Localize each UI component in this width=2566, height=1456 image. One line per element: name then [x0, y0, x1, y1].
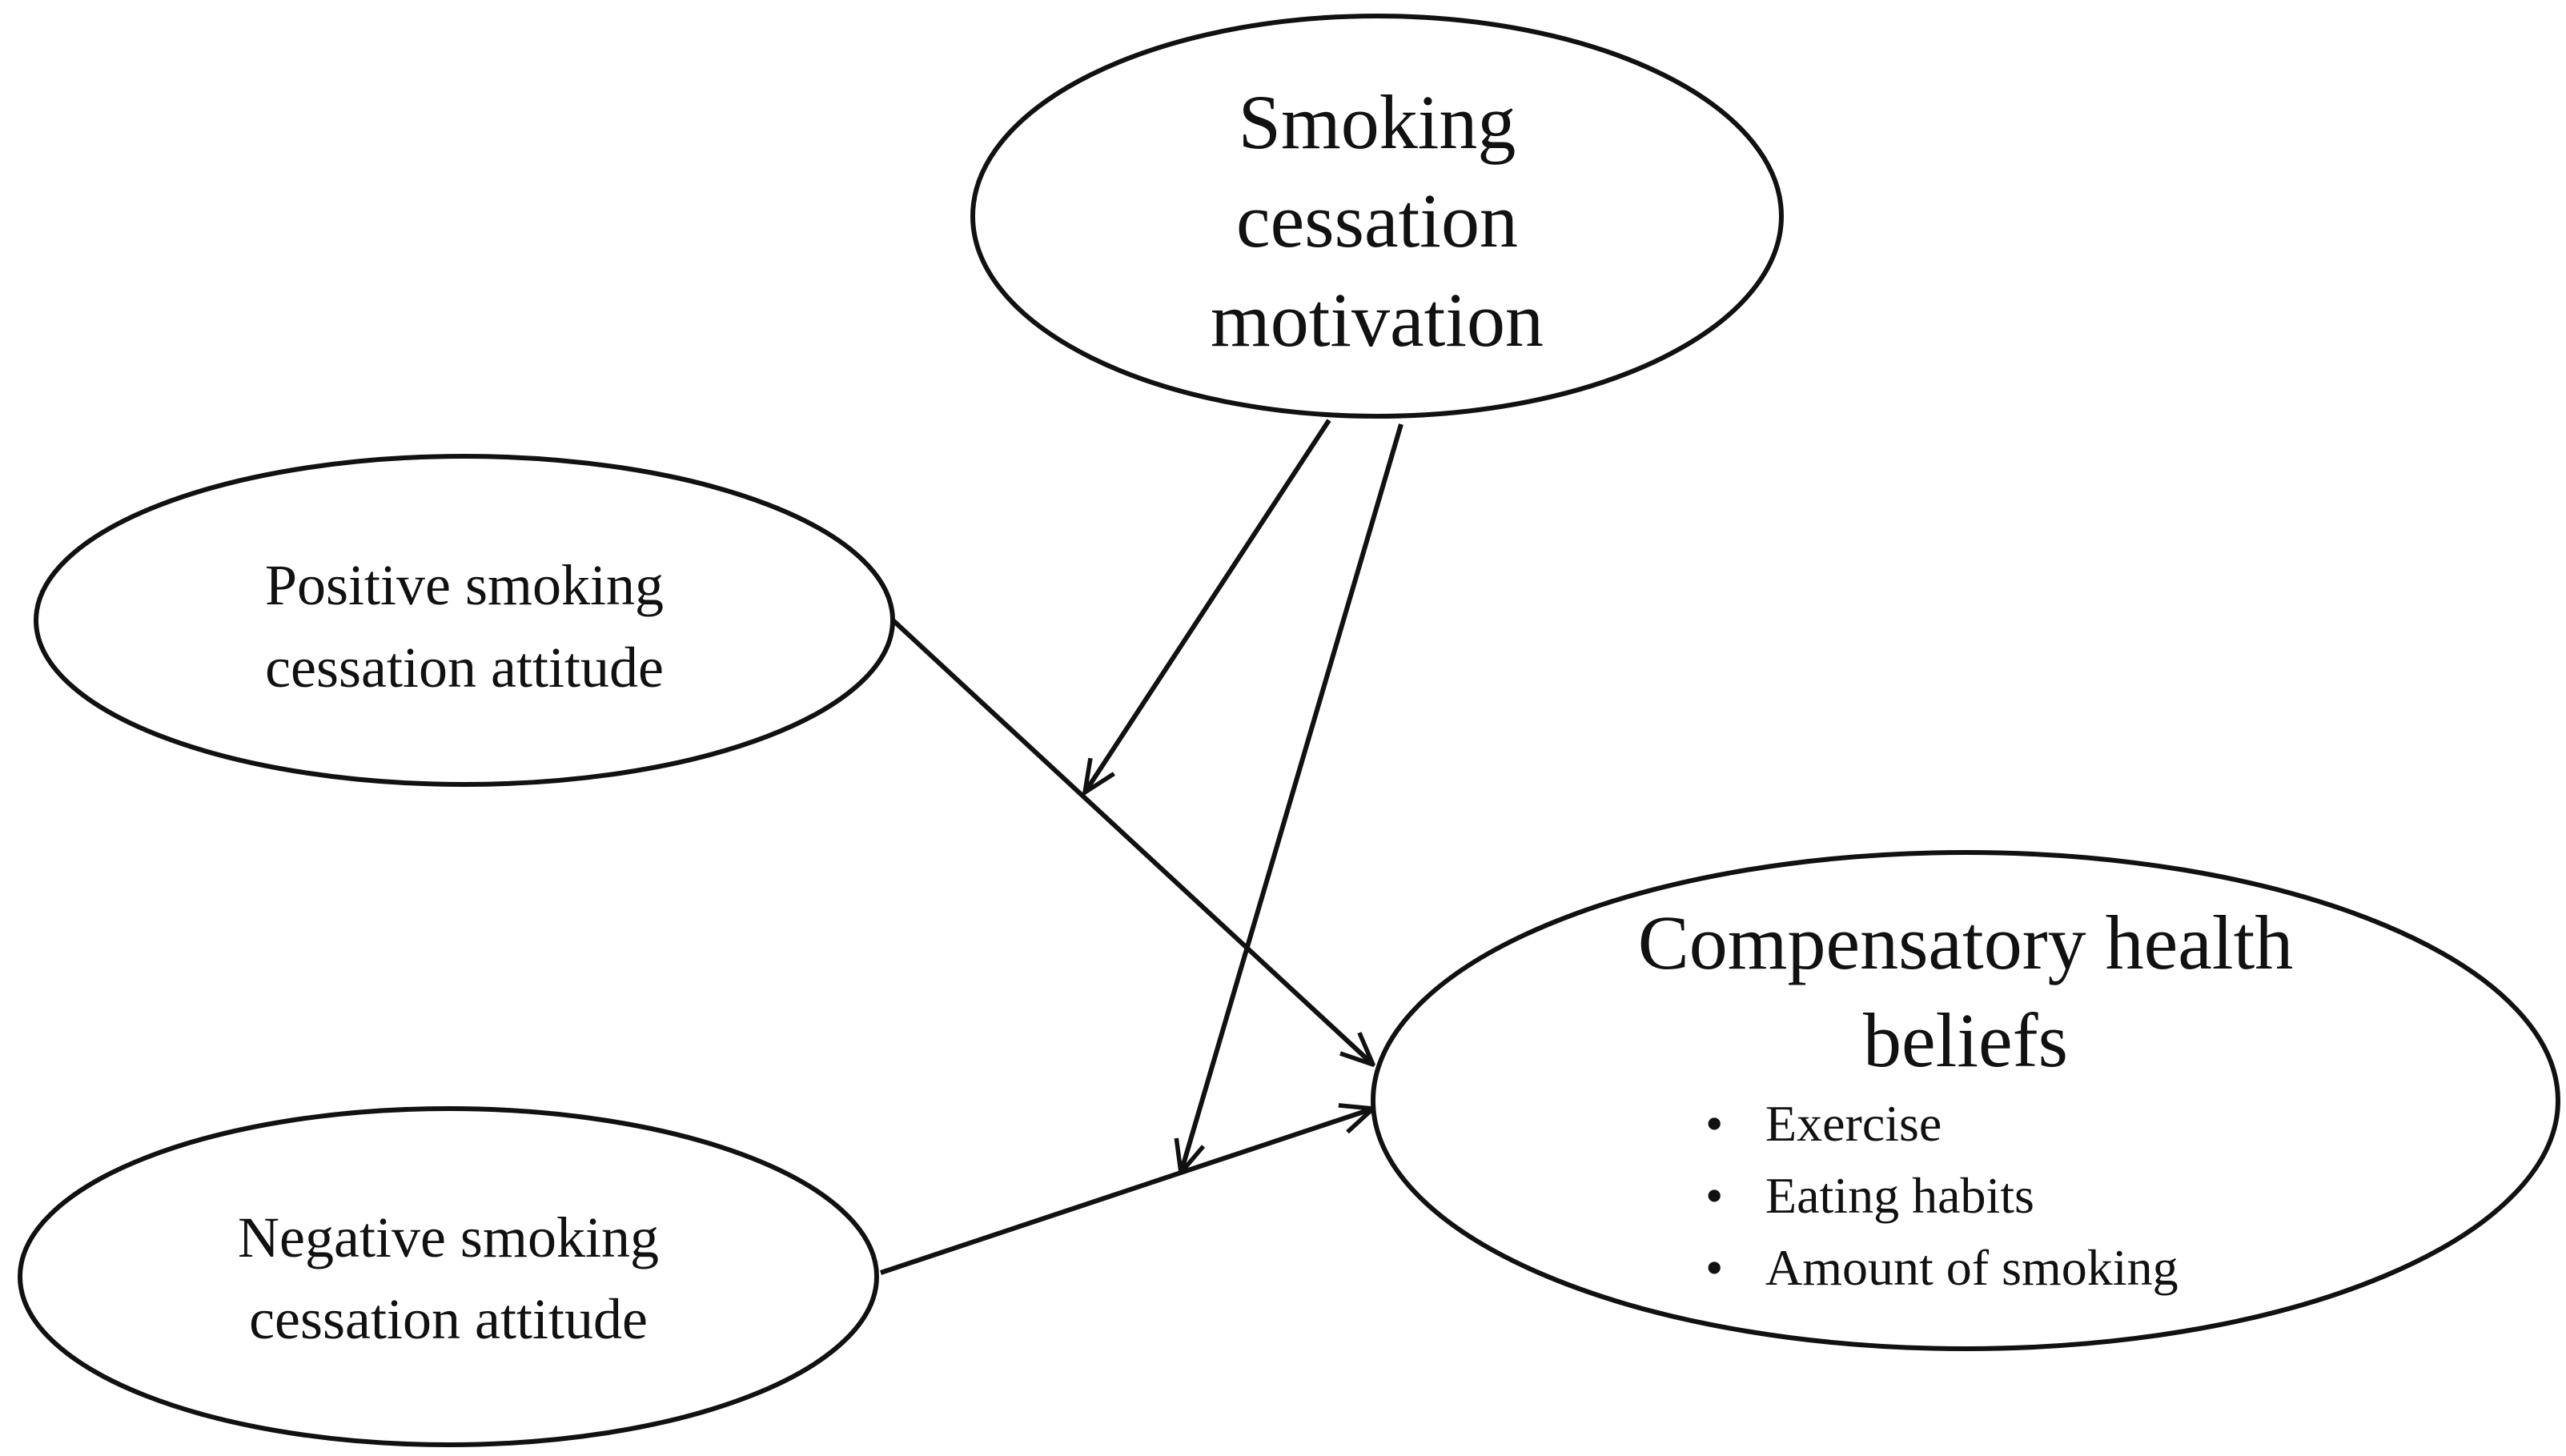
list-item-eating-habits: • Eating habits — [1705, 1167, 2034, 1224]
motivation-ellipse — [970, 14, 1784, 419]
motivation-label-line-1: Smoking — [1239, 79, 1516, 165]
arrow-motivation-to-negative-path — [1181, 423, 1403, 1173]
motivation-label-line-3: motivation — [1211, 277, 1544, 363]
beliefs-label-line-2: beliefs — [1863, 997, 2068, 1083]
positive-attitude-label-line-2: cessation attitude — [265, 636, 664, 700]
arrow-motivation-to-positive-path — [1085, 419, 1331, 792]
list-item-label: Exercise — [1765, 1095, 1942, 1152]
list-item-amount-of-smoking: • Amount of smoking — [1705, 1239, 2178, 1296]
positive-attitude-label-line-1: Positive smoking — [265, 553, 664, 617]
beliefs-label-line-1: Compensatory health — [1638, 900, 2293, 985]
beliefs-item-list: • Exercise • Eating habits • Amount of s… — [1705, 1095, 2178, 1296]
positive-attitude-ellipse — [34, 454, 895, 787]
negative-attitude-label-line-1: Negative smoking — [238, 1205, 659, 1269]
list-item-label: Eating habits — [1765, 1167, 2034, 1224]
list-item-label: Amount of smoking — [1765, 1239, 2178, 1296]
motivation-label-line-2: cessation — [1236, 178, 1518, 263]
negative-attitude-ellipse — [18, 1106, 879, 1447]
bullet-icon: • — [1705, 1239, 1723, 1296]
beliefs-ellipse — [1371, 850, 2560, 1351]
node-positive-smoking-cessation-attitude: Positive smoking cessation attitude — [34, 454, 895, 787]
list-item-exercise: • Exercise — [1705, 1095, 1942, 1152]
edges — [880, 419, 1403, 1275]
node-smoking-cessation-motivation: Smoking cessation motivation — [970, 14, 1784, 419]
bullet-icon: • — [1705, 1167, 1723, 1224]
arrow-positive-to-beliefs — [886, 614, 1373, 1065]
negative-attitude-label-line-2: cessation attitude — [249, 1287, 648, 1351]
arrow-negative-to-beliefs — [880, 1109, 1373, 1275]
bullet-icon: • — [1705, 1095, 1723, 1152]
node-negative-smoking-cessation-attitude: Negative smoking cessation attitude — [18, 1106, 879, 1447]
node-compensatory-health-beliefs: Compensatory health beliefs • Exercise •… — [1371, 850, 2560, 1351]
